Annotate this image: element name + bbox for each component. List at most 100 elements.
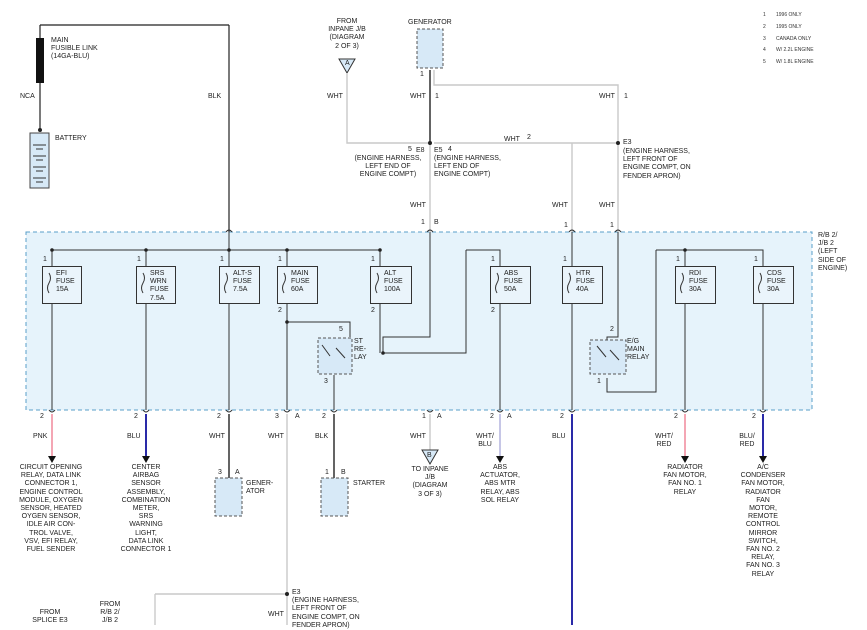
generator-top-label: GENERATOR [408,19,452,26]
note-number-3: 3 [763,36,766,42]
fuse-label: HTR FUSE 40A [576,270,595,294]
from-splice-label: FROM SPLICE E3 [32,609,68,625]
connector-a-label: A [235,469,240,476]
wire-color-blu-red: BLU/ RED [739,433,755,449]
connector-b-label: B [341,469,346,476]
pin-label: 3 [324,378,328,385]
connector-a-label: A [507,413,512,420]
wire-color-wht-red: WHT/ RED [655,433,673,449]
pin-label: 5 [339,326,343,333]
pin-label: 2 [217,413,221,420]
splice-e8-label: E8 [416,147,425,154]
generator-bottom-label: GENER- ATOR [246,480,274,496]
note-text-1: 1996 ONLY [776,12,802,18]
pin-label: 1 [610,222,614,229]
note-number-4: 4 [763,47,766,53]
radiator-fan-destination: RADIATOR FAN MOTOR, FAN NO. 1 RELAY [663,464,707,496]
connector-a-label: A [295,413,300,420]
blk-wire-label: BLK [208,93,222,100]
st-relay-label: ST RE- LAY [354,338,367,362]
pin-label: 2 [134,413,138,420]
pin-label: 2 [560,413,564,420]
fuse-label: MAIN FUSE 60A [291,270,310,294]
alt-fuse: ALT FUSE 100A [370,266,412,304]
wire-color-wht: WHT [410,433,426,440]
wire-color-blu: BLU [552,433,566,440]
fuse-label: SRS WRN FUSE 7.5A [150,270,169,302]
pin-label: 1 [421,219,425,226]
pin-label: 1 [435,93,439,100]
pin-label: 5 [408,146,412,153]
fuse-label: RDI FUSE 30A [689,270,708,294]
htr-fuse: HTR FUSE 40A [562,266,603,304]
splice-e3-bottom-label: E3 (ENGINE HARNESS, LEFT FRONT OF ENGINE… [292,589,360,629]
e3-description: (ENGINE HARNESS, LEFT FRONT OF ENGINE CO… [623,148,691,180]
ac-condenser-destination: A/C CONDENSER FAN MOTOR, RADIATOR FAN MO… [740,464,786,578]
pin-label: 1 [676,256,680,263]
rdi-fuse: RDI FUSE 30A [675,266,716,304]
e8-description: (ENGINE HARNESS, LEFT END OF ENGINE COMP… [354,155,422,179]
note-text-5: W/ 1.8L ENGINE [776,59,814,65]
fuse-label: ALT FUSE 100A [384,270,403,294]
main-fuse: MAIN FUSE 60A [277,266,318,304]
connector-a-label: A [345,60,350,67]
wire-color-pnk: PNK [33,433,48,440]
wht-wire-label: WHT [504,136,520,143]
wht-wire-label: WHT [410,93,426,100]
fusible-link-label: MAIN FUSIBLE LINK (14GA-BLU) [51,37,98,61]
circuit-opening-relay-destination: CIRCUIT OPENING RELAY, DATA LINK CONNECT… [19,464,83,554]
splice-e5-label: E5 [434,147,443,154]
efi-fuse: EFI FUSE 15A [42,266,82,304]
pin-label: 2 [278,307,282,314]
pin-label: 1 [491,256,495,263]
from-inpane-label: FROM INPANE J/B (DIAGRAM 2 OF 3) [328,18,366,50]
pin-label: 2 [322,413,326,420]
pin-label: 1 [564,222,568,229]
pin-label: 1 [754,256,758,263]
e5-description: (ENGINE HARNESS, LEFT END OF ENGINE COMP… [434,155,501,179]
pin-label: 3 [218,469,222,476]
relay-box-label: R/B 2/ J/B 2 (LEFT SIDE OF ENGINE) [818,232,848,272]
pin-label: 2 [527,134,531,141]
wht-wire-label: WHT [599,93,615,100]
eg-main-relay-outline [589,339,627,375]
wht-wire-label: WHT [410,202,426,209]
relay-box-outline [25,231,813,411]
wht-wire-label: WHT [599,202,615,209]
note-text-4: W/ 2.2L ENGINE [776,47,814,53]
abs-fuse: ABS FUSE 50A [490,266,531,304]
to-inpane-label: TO INPANE J/B (DIAGRAM 3 OF 3) [411,466,449,498]
wire-color-wht: WHT [268,433,284,440]
connector-a-label: A [437,413,442,420]
abs-actuator-destination: ABS ACTUATOR, ABS MTR RELAY, ABS SOL REL… [480,464,520,504]
pin-label: 1 [420,71,424,78]
wire-color-wht-blu: WHT/ BLU [476,433,494,449]
srs-wrn-fuse: SRS WRN FUSE 7.5A [136,266,176,304]
fusible-link-symbol [36,38,44,83]
wht-wire-label: WHT [327,93,343,100]
cds-fuse: CDS FUSE 30A [753,266,794,304]
note-text-3: CANADA ONLY [776,36,812,42]
splice-e3-label: E3 [623,139,632,146]
pin-label: 1 [563,256,567,263]
wht-wire-label: WHT [268,611,284,618]
pin-label: 1 [422,413,426,420]
st-relay-outline [317,337,353,375]
pin-label: 1 [278,256,282,263]
fuse-label: ABS FUSE 50A [504,270,523,294]
from-rb-label: FROM R/B 2/ J/B 2 [99,601,121,625]
pin-label: 2 [491,307,495,314]
pin-label: 1 [325,469,329,476]
pin-label: 2 [610,326,614,333]
connector-b-label: B [434,219,439,226]
battery-label: BATTERY [55,135,87,142]
pin-label: 2 [752,413,756,420]
pin-label: 4 [448,146,452,153]
pin-label: 1 [597,378,601,385]
alt-s-fuse: ALT-S FUSE 7.5A [219,266,260,304]
pin-label: 2 [490,413,494,420]
pin-label: 1 [137,256,141,263]
starter-label: STARTER [353,480,386,487]
